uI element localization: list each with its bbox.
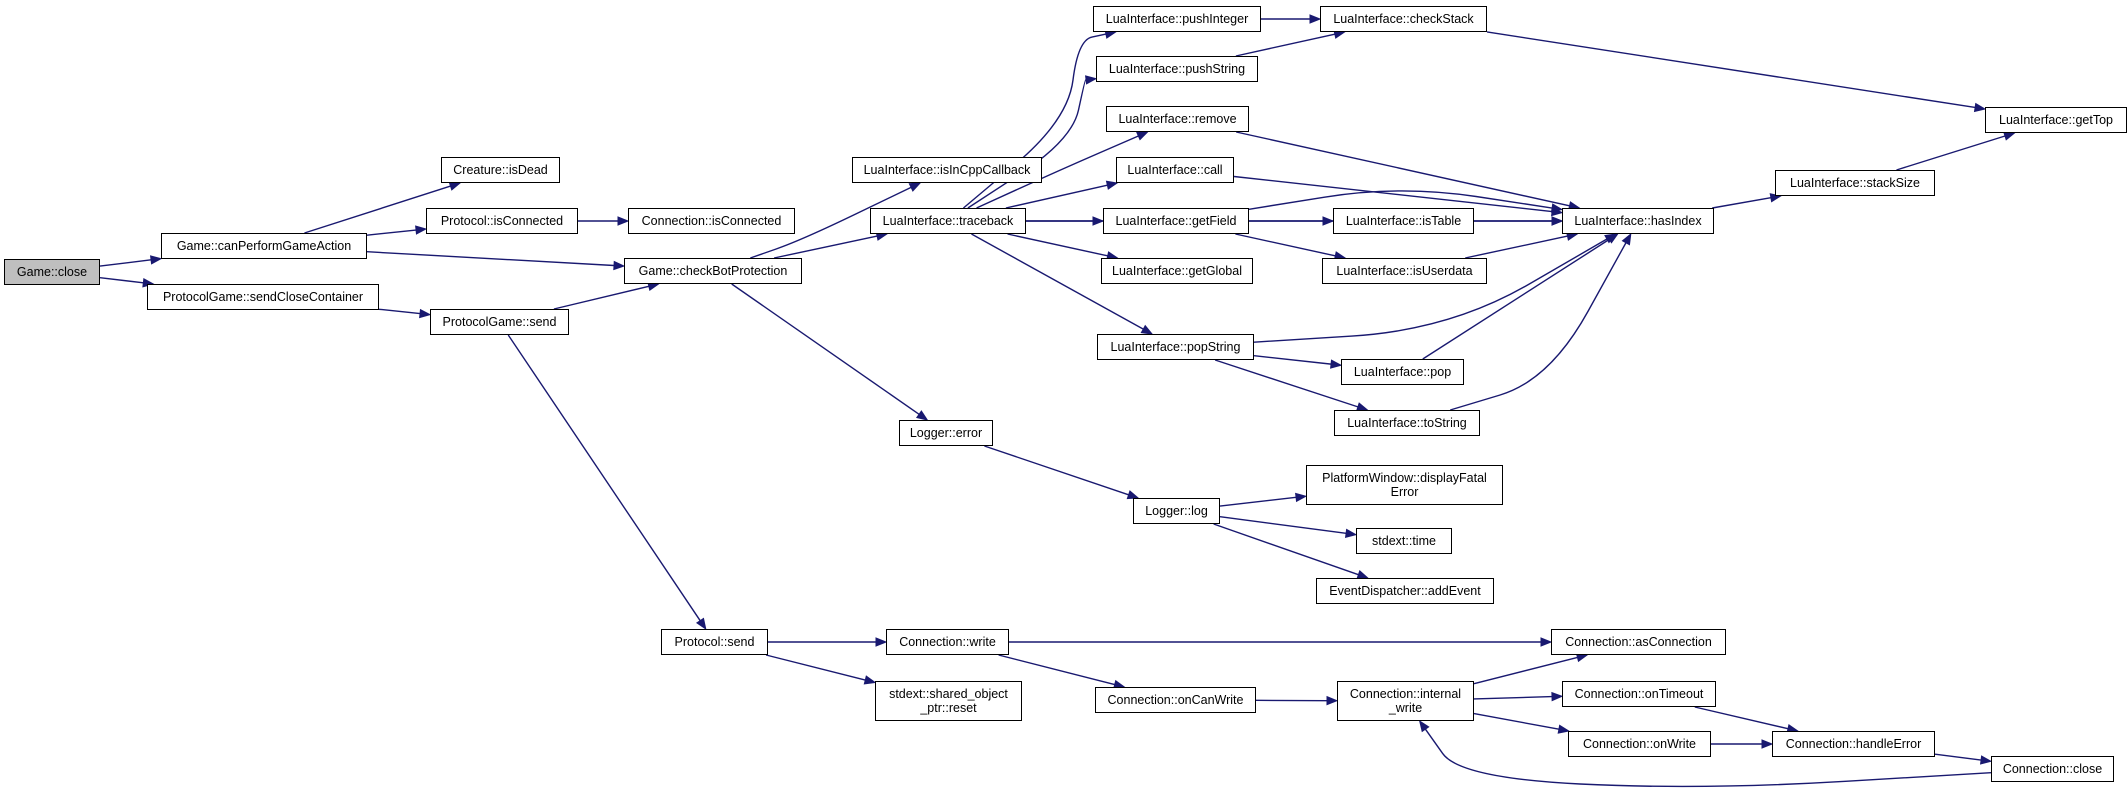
- edge-can_perform-to-protocol_is_connected: [366, 225, 428, 236]
- edge-traceback-to-pop_string: [971, 233, 1154, 335]
- node-connection-is-connected[interactable]: Connection::isConnected: [628, 208, 795, 234]
- edge-remove-to-has_index: [1236, 131, 1581, 211]
- edge-on_can_write-to-internal_write: [1255, 695, 1339, 706]
- edge-stack_size-to-get_top: [1896, 131, 2016, 171]
- edge-check_bot_protection-to-traceback: [773, 231, 889, 259]
- edge-protocol_is_connected-to-connection_is_connected: [578, 216, 630, 226]
- node-luainterface-is-table[interactable]: LuaInterface::isTable: [1333, 208, 1474, 234]
- edge-pop_string-to-pop: [1253, 354, 1343, 369]
- edge-logger_log-to-display_fatal_error: [1219, 492, 1308, 507]
- edge-get_field-to-is_userdata: [1235, 233, 1347, 261]
- node-connection-on-can-write[interactable]: Connection::onCanWrite: [1095, 687, 1256, 713]
- edge-connection_close-to-internal_write: [1418, 719, 1992, 788]
- node-protocolgame-send-close-container[interactable]: ProtocolGame::sendCloseContainer: [147, 284, 379, 310]
- node-luainterface-call[interactable]: LuaInterface::call: [1116, 157, 1234, 183]
- node-luainterface-get-top[interactable]: LuaInterface::getTop: [1985, 107, 2127, 133]
- edge-traceback-to-remove: [976, 131, 1149, 209]
- edge-to_string-to-has_index: [1450, 232, 1632, 411]
- node-game-check-bot-protection[interactable]: Game::checkBotProtection: [624, 258, 802, 284]
- node-connection-as-connection[interactable]: Connection::asConnection: [1551, 629, 1726, 655]
- edge-push_integer-to-check_stack: [1261, 14, 1322, 24]
- node-luainterface-get-field[interactable]: LuaInterface::getField: [1103, 208, 1249, 234]
- edge-on_write-to-handle_error: [1711, 739, 1774, 749]
- edge-is_table-to-has_index: [1474, 216, 1564, 226]
- edge-internal_write-to-on_write: [1473, 712, 1571, 734]
- edge-traceback-to-call: [1005, 180, 1119, 209]
- node-logger-error[interactable]: Logger::error: [899, 420, 993, 446]
- node-luainterface-stack-size[interactable]: LuaInterface::stackSize: [1775, 170, 1935, 196]
- node-luainterface-pop-string[interactable]: LuaInterface::popString: [1097, 334, 1254, 360]
- node-protocol-is-connected[interactable]: Protocol::isConnected: [426, 208, 578, 234]
- edge-on_timeout-to-handle_error: [1694, 706, 1800, 734]
- edge-check_bot_protection-to-is_in_cpp_callback: [750, 182, 922, 259]
- edge-logger_log-to-add_event: [1213, 523, 1370, 580]
- node-connection-close[interactable]: Connection::close: [1991, 756, 2114, 782]
- node-protocol-send[interactable]: Protocol::send: [661, 629, 768, 655]
- edge-protocol_send-to-shared_ptr_reset: [765, 654, 877, 685]
- node-luainterface-push-string[interactable]: LuaInterface::pushString: [1096, 56, 1258, 82]
- node-luainterface-get-global[interactable]: LuaInterface::getGlobal: [1101, 258, 1253, 284]
- edge-protocol_send-to-connection_write: [768, 637, 888, 647]
- node-luainterface-remove[interactable]: LuaInterface::remove: [1106, 106, 1249, 132]
- edge-game_close-to-can_perform: [99, 255, 163, 267]
- edge-internal_write-to-on_timeout: [1473, 691, 1564, 702]
- edge-get_field-to-has_index: [1248, 190, 1564, 213]
- edge-is_userdata-to-has_index: [1465, 231, 1579, 259]
- node-luainterface-check-stack[interactable]: LuaInterface::checkStack: [1320, 6, 1487, 32]
- node-luainterface-is-userdata[interactable]: LuaInterface::isUserdata: [1322, 258, 1487, 284]
- edge-handle_error-to-connection_close: [1934, 753, 1993, 765]
- node-game-close: Game::close: [4, 259, 100, 285]
- edge-check_bot_protection-to-logger_error: [731, 283, 929, 421]
- node-connection-write[interactable]: Connection::write: [886, 629, 1009, 655]
- edge-get_field-to-is_table: [1249, 216, 1335, 226]
- edge-push_string-to-check_stack: [1235, 29, 1346, 57]
- node-luainterface-push-integer[interactable]: LuaInterface::pushInteger: [1093, 6, 1261, 32]
- node-connection-handle-error[interactable]: Connection::handleError: [1772, 731, 1935, 757]
- node-stdext-shared-object-ptr-reset[interactable]: stdext::shared_object _ptr::reset: [875, 681, 1022, 721]
- edge-game_close-to-send_close_container: [99, 276, 155, 288]
- node-luainterface-is-in-cpp-callback[interactable]: LuaInterface::isInCppCallback: [852, 157, 1042, 183]
- node-protocolgame-send[interactable]: ProtocolGame::send: [430, 309, 569, 335]
- node-creature-is-dead[interactable]: Creature::isDead: [441, 157, 560, 183]
- edge-traceback-to-push_string: [967, 75, 1098, 209]
- node-luainterface-has-index[interactable]: LuaInterface::hasIndex: [1562, 208, 1714, 234]
- node-stdext-time[interactable]: stdext::time: [1356, 528, 1452, 554]
- edge-traceback-to-get_global: [1007, 233, 1119, 261]
- node-connection-on-write[interactable]: Connection::onWrite: [1568, 731, 1711, 757]
- edge-pop-to-has_index: [1422, 233, 1619, 360]
- node-game-can-perform-game-action[interactable]: Game::canPerformGameAction: [161, 233, 367, 259]
- edge-send_close_container-to-protocolgame_send: [378, 308, 432, 319]
- node-connection-on-timeout[interactable]: Connection::onTimeout: [1562, 681, 1716, 707]
- edge-logger_log-to-stdext_time: [1219, 516, 1358, 538]
- edge-protocolgame_send-to-check_bot_protection: [553, 281, 660, 310]
- node-logger-log[interactable]: Logger::log: [1133, 498, 1220, 524]
- edge-has_index-to-stack_size: [1712, 193, 1783, 209]
- node-luainterface-to-string[interactable]: LuaInterface::toString: [1334, 410, 1480, 436]
- edge-logger_error-to-logger_log: [984, 445, 1140, 500]
- edge-protocolgame_send-to-protocol_send: [507, 334, 707, 631]
- node-platformwindow-display-fatal-error[interactable]: PlatformWindow::displayFatal Error: [1306, 465, 1503, 505]
- node-eventdispatcher-add-event[interactable]: EventDispatcher::addEvent: [1316, 578, 1494, 604]
- edge-connection_write-to-as_connection: [1009, 637, 1553, 647]
- edge-can_perform-to-check_bot_protection: [366, 251, 626, 271]
- node-luainterface-pop[interactable]: LuaInterface::pop: [1341, 359, 1464, 385]
- node-connection-internal-write[interactable]: Connection::internal _write: [1337, 681, 1474, 721]
- edge-internal_write-to-as_connection: [1473, 652, 1589, 685]
- node-luainterface-traceback[interactable]: LuaInterface::traceback: [870, 208, 1026, 234]
- edge-check_stack-to-get_top: [1486, 31, 1987, 113]
